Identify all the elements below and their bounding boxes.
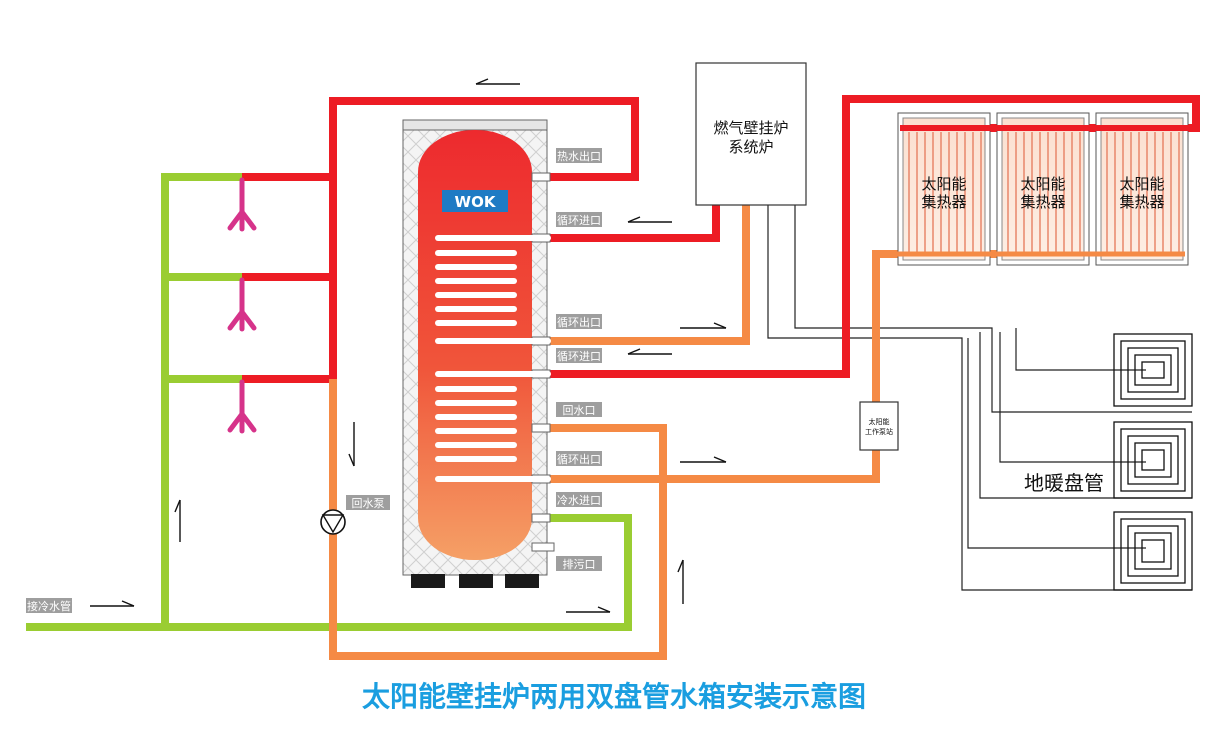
port-labels: 热水出口 循环进口 循环出口 循环进口 回水口 循环出口 冷水进口 排污口 bbox=[556, 148, 602, 571]
cold-to-tank bbox=[165, 514, 632, 631]
arrow-right-2 bbox=[680, 456, 727, 463]
port-label-solar-out: 循环出口 bbox=[557, 452, 601, 466]
station-box bbox=[859, 401, 899, 451]
solar-return-pipe bbox=[548, 250, 1000, 483]
return-pump: 回水泵 bbox=[320, 495, 390, 535]
arrow-right-3 bbox=[90, 600, 135, 607]
tank-foot-2 bbox=[459, 574, 493, 588]
flow-arrows bbox=[90, 78, 727, 613]
arrow-left-3 bbox=[627, 348, 672, 355]
collector-1-line1: 太阳能 bbox=[921, 175, 966, 193]
arrow-right-4 bbox=[566, 606, 611, 613]
port-label-cold-in: 冷水进口 bbox=[557, 494, 601, 507]
station-label-line2: 工作泵站 bbox=[865, 427, 893, 436]
floor-coil-3 bbox=[1113, 511, 1193, 591]
pump-icon bbox=[320, 509, 346, 535]
floor-heating-label: 地暖盘管 bbox=[1024, 471, 1104, 495]
port-label-boiler-out: 循环出口 bbox=[557, 315, 601, 329]
collector-1-line2: 集热器 bbox=[921, 193, 966, 211]
floor-coil-1 bbox=[1113, 333, 1193, 407]
lower-coil bbox=[435, 371, 551, 482]
faucet-1 bbox=[227, 177, 257, 232]
control-lines bbox=[719, 195, 1192, 591]
return-pipe bbox=[329, 379, 667, 660]
faucet-3 bbox=[227, 379, 257, 434]
hot-out-pipe bbox=[329, 97, 639, 379]
tank-foot-3 bbox=[505, 574, 539, 588]
arrow-left-1 bbox=[475, 78, 520, 85]
gas-boiler: 燃气壁挂炉 系统炉 bbox=[695, 62, 807, 206]
arrow-down-1 bbox=[348, 422, 355, 467]
brand-logo: WOK bbox=[455, 193, 497, 211]
diagram-title: 太阳能壁挂炉两用双盘管水箱安装示意图 bbox=[362, 680, 866, 713]
port-label-return: 回水口 bbox=[563, 404, 596, 417]
arrow-left-2 bbox=[627, 216, 672, 223]
arrow-up-2 bbox=[677, 559, 684, 604]
solar-collectors: 太阳能 集热器 太阳能 集热器 太阳能 集热器 bbox=[876, 112, 1192, 266]
pump-label: 回水泵 bbox=[352, 497, 385, 510]
cold-inlet-label: 接冷水管 bbox=[27, 599, 71, 613]
pipes bbox=[26, 95, 1200, 660]
port-label-drain: 排污口 bbox=[563, 557, 596, 571]
port-label-hot-out: 热水出口 bbox=[557, 149, 601, 163]
solar-pump-station: 太阳能 工作泵站 bbox=[859, 401, 899, 451]
tank-foot-1 bbox=[411, 574, 445, 588]
collector-3-line2: 集热器 bbox=[1119, 193, 1164, 211]
port-label-solar-in: 循环进口 bbox=[557, 350, 601, 363]
collector-2-line1: 太阳能 bbox=[1020, 175, 1065, 193]
collector-3-line1: 太阳能 bbox=[1119, 175, 1164, 193]
collector-1: 太阳能 集热器 bbox=[897, 112, 991, 266]
station-label-line1: 太阳能 bbox=[869, 417, 890, 426]
boiler-label-line1: 燃气壁挂炉 bbox=[713, 119, 788, 137]
collector-3: 太阳能 集热器 bbox=[1095, 112, 1189, 266]
boiler-box bbox=[695, 62, 807, 206]
faucets bbox=[227, 177, 257, 434]
floor-heating-coils bbox=[1113, 333, 1193, 591]
boiler-label-line2: 系统炉 bbox=[728, 138, 773, 156]
floor-coil-2 bbox=[1113, 421, 1193, 499]
brand-badge bbox=[442, 190, 508, 212]
port-label-boiler-in: 循环进口 bbox=[557, 214, 601, 227]
collector-2: 太阳能 集热器 bbox=[996, 112, 1090, 266]
upper-coil bbox=[435, 235, 551, 344]
faucet-2 bbox=[227, 277, 257, 332]
boiler-out-pipe bbox=[548, 205, 750, 345]
water-tank: WOK bbox=[402, 119, 555, 588]
cold-riser bbox=[161, 173, 242, 627]
arrow-up-1 bbox=[174, 499, 181, 542]
collector-2-line2: 集热器 bbox=[1020, 193, 1065, 211]
boiler-in-pipe bbox=[548, 205, 720, 242]
arrow-right-1 bbox=[680, 322, 727, 329]
